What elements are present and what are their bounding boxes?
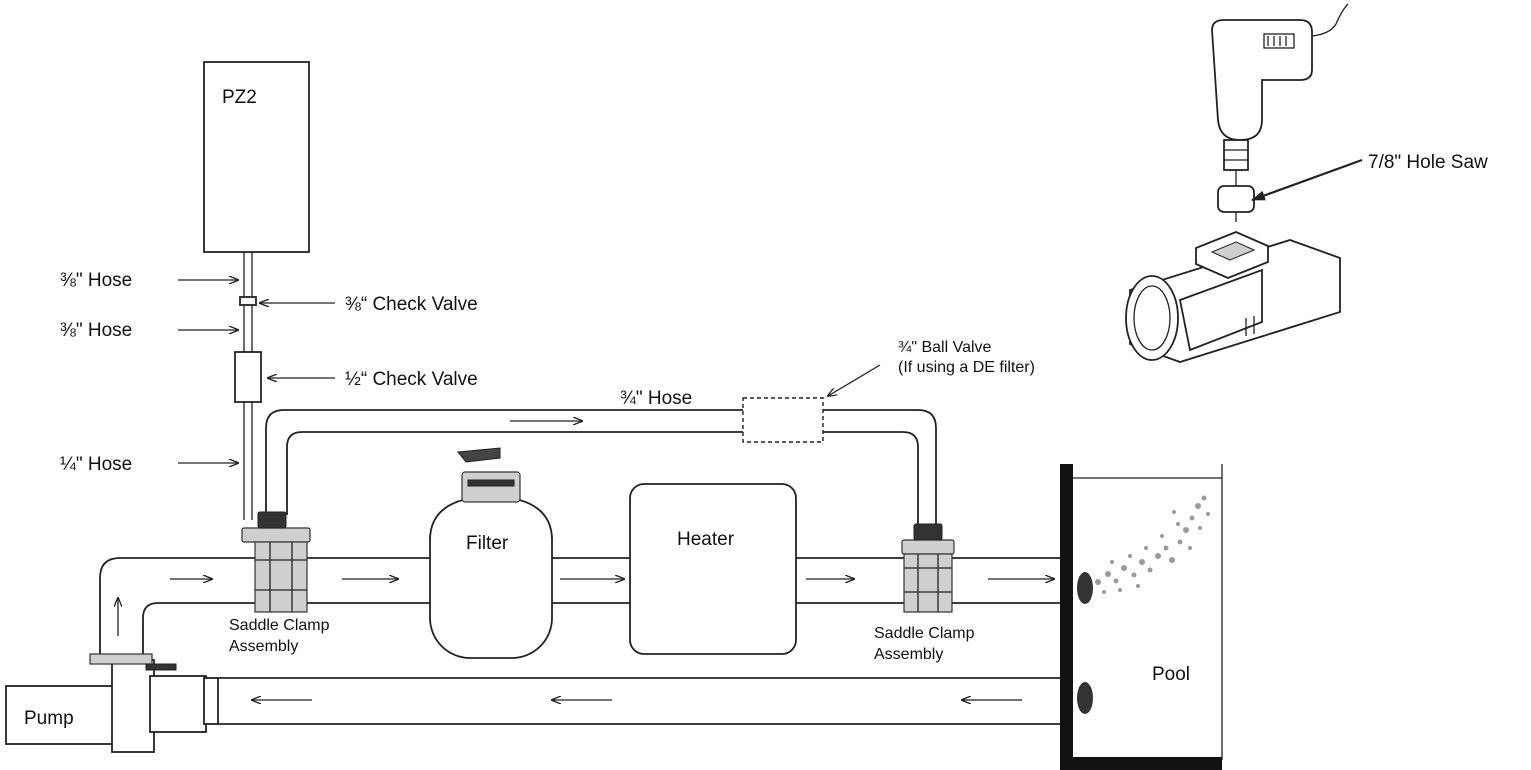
pump-label: Pump bbox=[24, 708, 74, 729]
ball-valve-label-line1: ¾" Ball Valve bbox=[898, 339, 992, 356]
saddle-right-label-line1: Saddle Clamp bbox=[874, 625, 975, 642]
check-valve-38-icon bbox=[239, 296, 257, 306]
pump: Pump bbox=[5, 653, 219, 753]
saddle-left-label-line2: Assembly bbox=[229, 638, 298, 655]
check-valve-38-label: ⅜“ Check Valve bbox=[345, 294, 478, 315]
bubbles bbox=[1095, 495, 1210, 594]
pool: Pool bbox=[1060, 464, 1223, 770]
saddle-clamp-icon bbox=[1125, 231, 1341, 363]
hose-callouts: ⅜" Hose ⅜" Hose ¼" Hose bbox=[60, 270, 238, 475]
hole-saw-icon bbox=[1217, 185, 1255, 222]
main-return-pipe bbox=[99, 557, 1060, 655]
saddle-clamp-right: Saddle Clamp Assembly bbox=[874, 523, 975, 663]
check-valve-callouts: ⅜“ Check Valve ½“ Check Valve bbox=[260, 294, 478, 390]
hose-38-mid-label: ⅜" Hose bbox=[60, 320, 132, 341]
heater: Heater bbox=[629, 483, 797, 655]
hose-38-top-label: ⅜" Hose bbox=[60, 270, 132, 291]
check-valve-12-icon bbox=[234, 351, 262, 403]
saddle-clamp-left: Saddle Clamp Assembly bbox=[229, 511, 330, 655]
check-valve-12-label: ½“ Check Valve bbox=[345, 369, 478, 390]
heater-label: Heater bbox=[677, 529, 735, 550]
drill-icon bbox=[1211, 3, 1349, 186]
pz2-supply-line bbox=[234, 252, 262, 520]
pz2-label: PZ2 bbox=[222, 87, 257, 108]
filter-label: Filter bbox=[466, 533, 509, 554]
hose-14-label: ¼" Hose bbox=[60, 454, 132, 475]
ball-valve-label-line2: (If using a DE filter) bbox=[898, 359, 1035, 376]
saddle-left-label-line1: Saddle Clamp bbox=[229, 617, 330, 634]
filter: Filter bbox=[429, 447, 553, 659]
ball-valve-icon bbox=[742, 397, 824, 443]
hose-34-label: ¾" Hose bbox=[620, 388, 692, 409]
pz2-unit: PZ2 bbox=[203, 61, 310, 253]
suction-pipe bbox=[218, 677, 1060, 725]
bypass-hose-34: ¾" Hose ¾" Ball Valve (If using a DE fil… bbox=[265, 339, 1035, 540]
pool-label: Pool bbox=[1152, 664, 1190, 685]
drill-inset: 7/8" Hole Saw bbox=[1125, 3, 1488, 363]
saddle-right-label-line2: Assembly bbox=[874, 646, 943, 663]
hole-saw-label: 7/8" Hole Saw bbox=[1368, 152, 1488, 173]
